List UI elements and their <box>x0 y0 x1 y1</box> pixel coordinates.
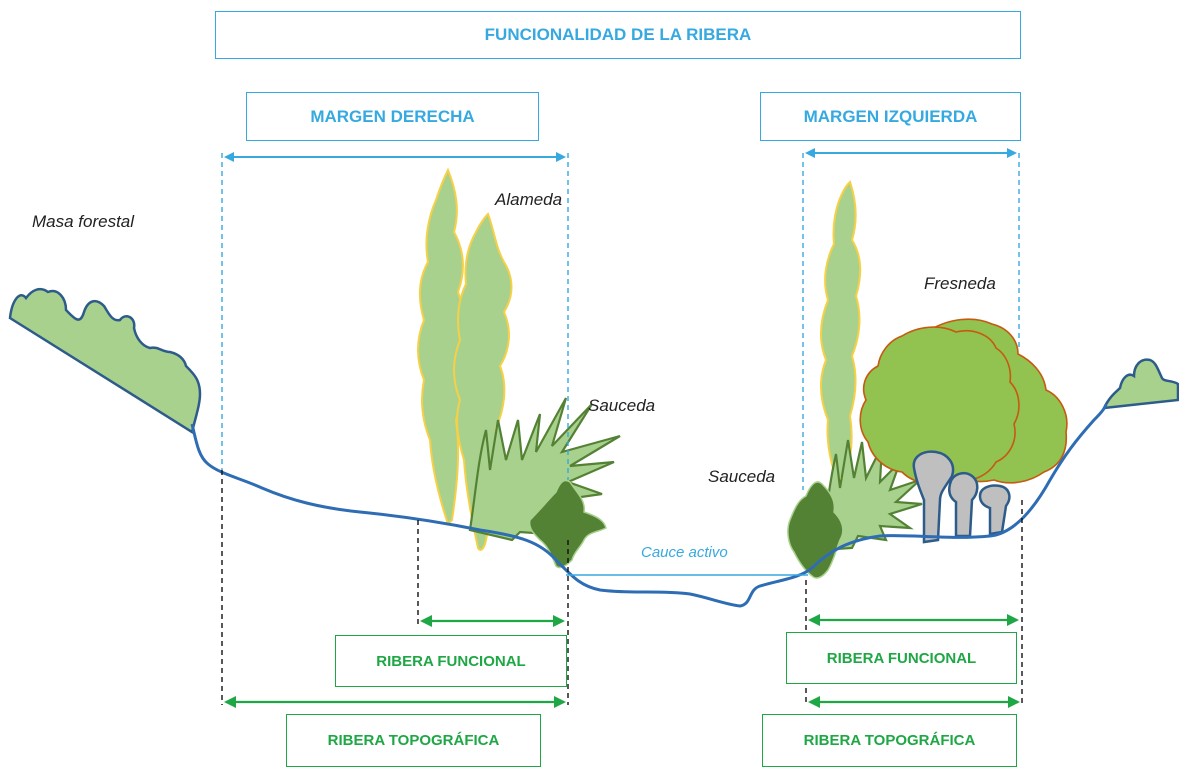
poplar-label: Alameda <box>495 190 563 209</box>
forest-mass-label: Masa forestal <box>32 212 135 231</box>
poplar-tree-front <box>453 212 513 551</box>
ash-trunk-2 <box>948 472 979 538</box>
diagram-title: FUNCIONALIDAD DE LA RIBERA <box>215 11 1021 59</box>
willow-dark-right <box>528 479 607 569</box>
ash-canopy-front <box>859 326 1020 485</box>
topographic-left-label: RIBERA TOPOGRÁFICA <box>762 714 1017 767</box>
left-margin-label: MARGEN IZQUIERDA <box>760 92 1021 141</box>
willow-right-label: Sauceda <box>588 396 656 415</box>
poplar-tree-back <box>417 167 465 526</box>
ash-trunk-1 <box>912 450 955 544</box>
ground-profile-line <box>190 403 1108 608</box>
ash-label: Fresneda <box>924 274 996 293</box>
functional-left-label: RIBERA FUNCIONAL <box>786 632 1017 684</box>
forest-mass-shape <box>8 287 202 434</box>
active-channel-label: Cauce activo <box>641 544 728 561</box>
topographic-right-label: RIBERA TOPOGRÁFICA <box>286 714 541 767</box>
ribera-guides <box>221 470 1023 705</box>
functional-right-label: RIBERA FUNCIONAL <box>335 635 567 687</box>
right-forest-shape <box>1101 358 1179 410</box>
right-margin-label: MARGEN DERECHA <box>246 92 539 141</box>
willow-left-label: Sauceda <box>708 467 776 486</box>
margin-guides <box>221 153 1020 490</box>
ash-trunk-3 <box>978 484 1011 536</box>
poplar-tree-left-bank <box>820 180 862 480</box>
